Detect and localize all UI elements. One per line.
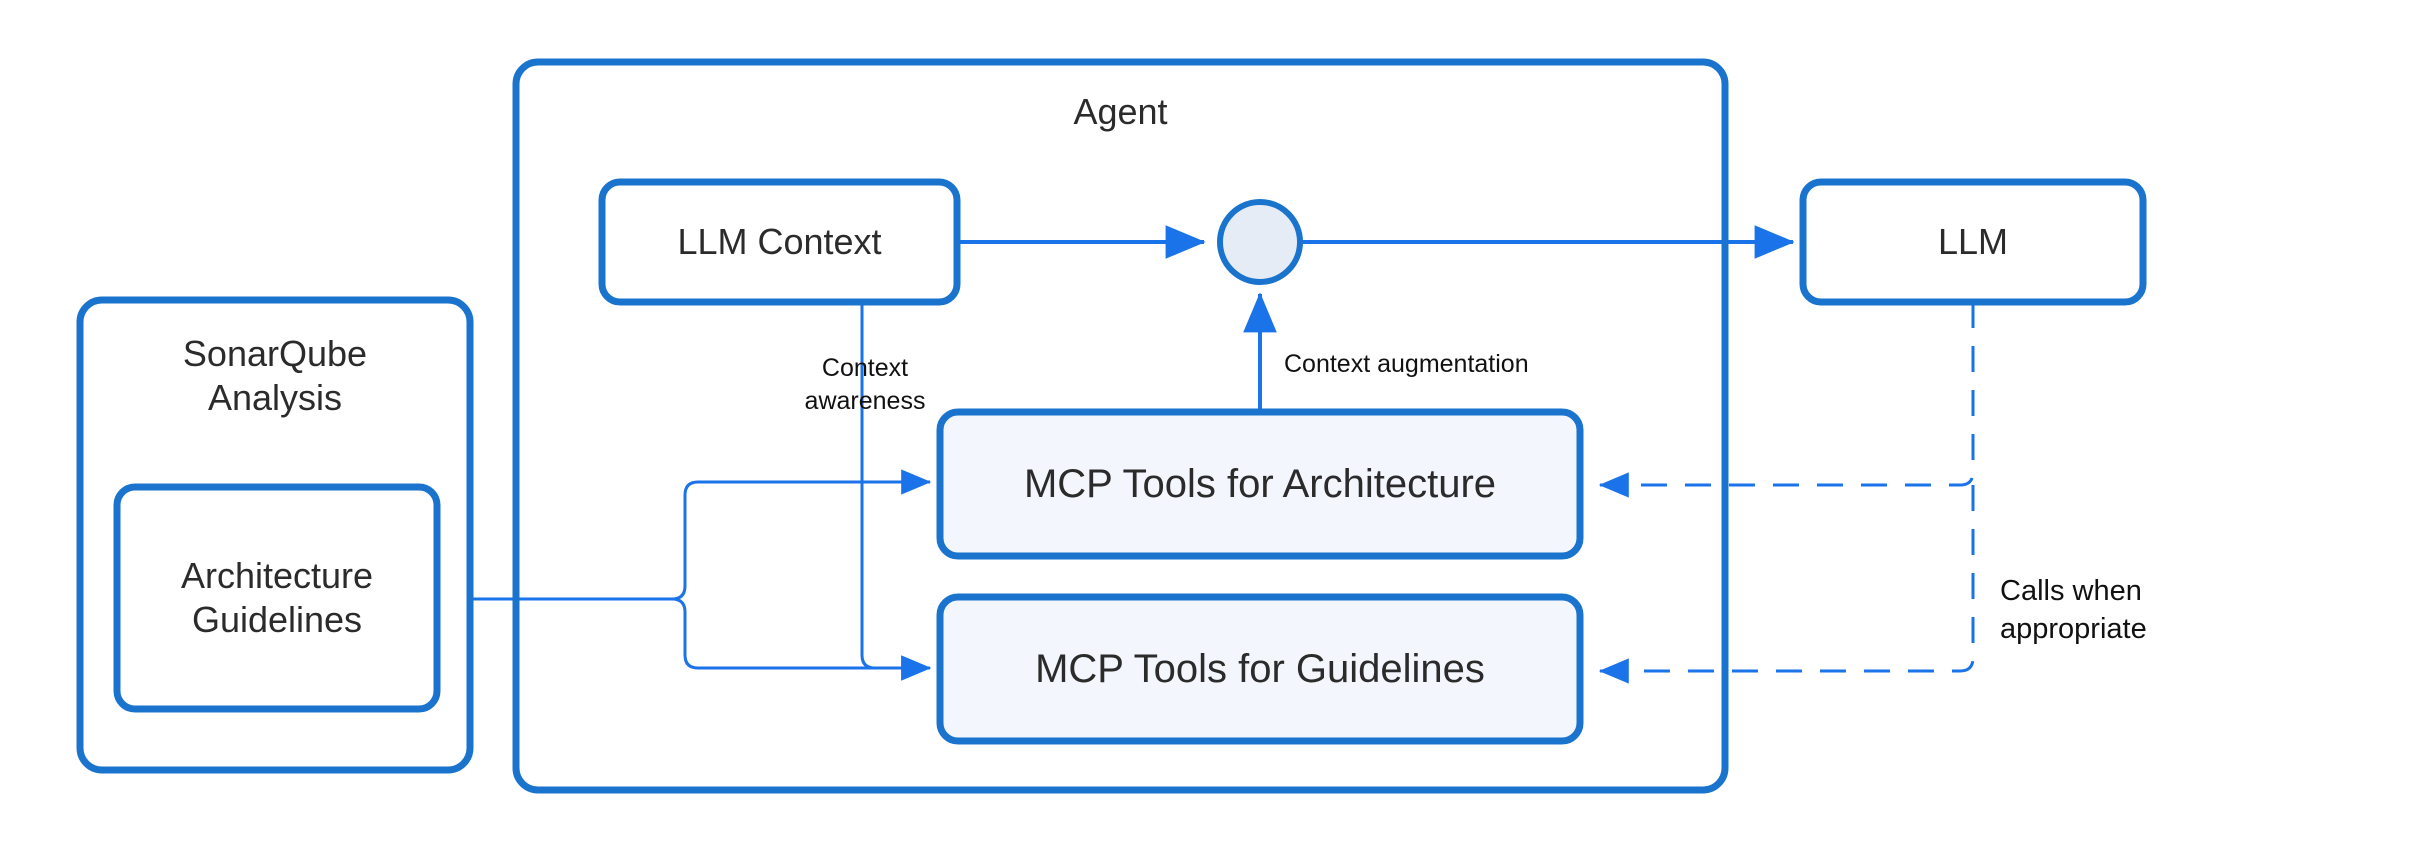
edge-llm-calls-mcp-architecture [1598, 302, 1975, 498]
edge-guidelines-to-mcp-guidelines [437, 597, 932, 681]
container-agent[interactable] [512, 58, 1729, 794]
edge-llm-calls-mcp-guidelines [1598, 485, 1975, 684]
node-merge-junction[interactable] [1217, 199, 1303, 285]
node-llm-context[interactable] [598, 178, 961, 306]
node-architecture-guidelines[interactable] [113, 483, 441, 713]
node-mcp-tools-guidelines[interactable] [936, 593, 1584, 745]
node-mcp-tools-architecture[interactable] [936, 408, 1584, 560]
node-llm[interactable] [1799, 178, 2147, 306]
